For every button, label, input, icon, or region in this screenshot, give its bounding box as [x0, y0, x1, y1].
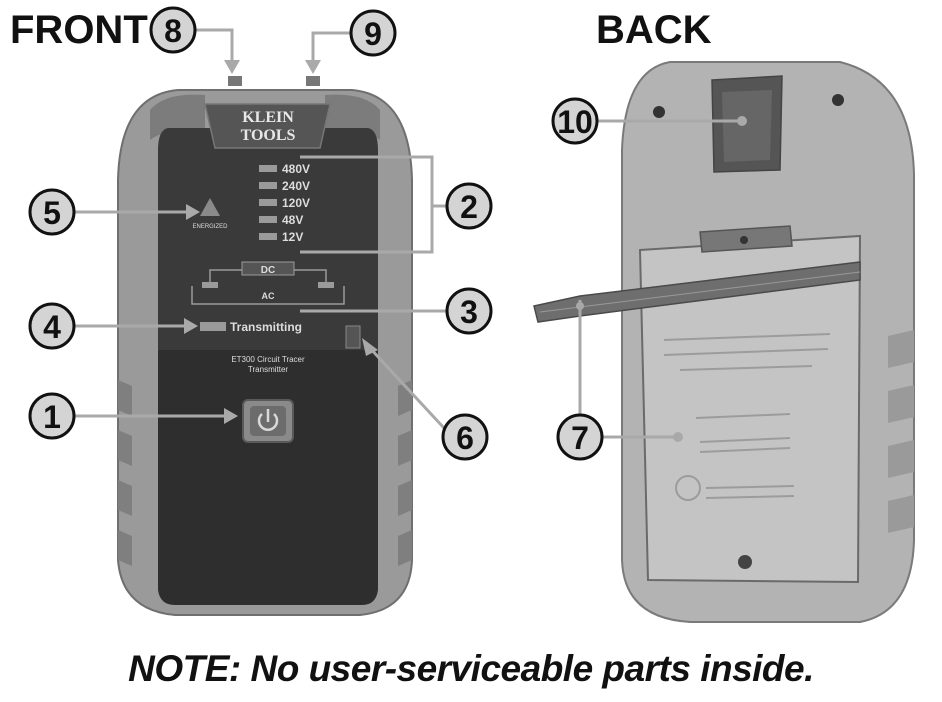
model-line2: Transmitter: [248, 365, 288, 374]
callout-7: 7: [556, 413, 604, 461]
port-8: [228, 76, 242, 86]
ac-label: AC: [262, 291, 275, 301]
svg-text:5: 5: [43, 195, 61, 231]
front-heading: FRONT: [10, 8, 148, 52]
voltage-label-240: 240V: [282, 179, 310, 193]
svg-text:10: 10: [557, 104, 593, 140]
note-text: NOTE: No user-serviceable parts inside.: [128, 648, 814, 689]
led-48v: [259, 216, 277, 223]
power-icon: [257, 409, 279, 431]
screw-hole-right: [832, 94, 844, 106]
svg-text:4: 4: [43, 309, 61, 345]
voltage-label-480: 480V: [282, 162, 310, 176]
led-480v: [259, 165, 277, 172]
callout-6: 6: [441, 413, 489, 461]
led-240v: [259, 182, 277, 189]
callout-5: 5: [28, 188, 76, 236]
voltage-label-12: 12V: [282, 230, 303, 244]
callout-4: 4: [28, 302, 76, 350]
callout-10: 10: [551, 97, 599, 145]
svg-text:7: 7: [571, 420, 589, 456]
leader-lines: [72, 28, 747, 442]
callout-8: 8: [149, 6, 197, 54]
svg-text:2: 2: [460, 189, 478, 225]
transmitting-led: [200, 322, 226, 331]
brand-line2: TOOLS: [241, 127, 296, 144]
warning-triangle-icon: [200, 198, 220, 216]
voltage-label-120: 120V: [282, 196, 310, 210]
screw-bottom: [738, 555, 752, 569]
back-heading: BACK: [596, 8, 712, 52]
led-120v: [259, 199, 277, 206]
port-9: [306, 76, 320, 86]
callout-1: 1: [28, 392, 76, 440]
led-12v: [259, 233, 277, 240]
dc-ac-indicator: DC AC: [191, 261, 345, 305]
svg-text:6: 6: [456, 420, 474, 456]
model-line1: ET300 Circuit Tracer: [231, 355, 305, 364]
back-device: [533, 61, 915, 623]
power-button[interactable]: [242, 399, 294, 443]
transmitting-label: Transmitting: [230, 320, 302, 334]
front-device: KLEIN TOOLS 480V 240V 120V 48V 12V ENERG…: [117, 76, 413, 616]
indicator-port: [345, 325, 361, 349]
svg-text:3: 3: [460, 294, 478, 330]
svg-text:8: 8: [164, 13, 182, 49]
screw-hole-left: [653, 106, 665, 118]
voltage-indicators: 480V 240V 120V 48V 12V: [259, 162, 310, 244]
callout-3: 3: [445, 287, 493, 335]
brand-line1: KLEIN: [242, 109, 294, 126]
energized-label: ENERGIZED: [192, 224, 228, 230]
svg-text:1: 1: [43, 399, 61, 435]
callout-9: 9: [349, 9, 397, 57]
voltage-label-48: 48V: [282, 213, 303, 227]
callout-2: 2: [445, 182, 493, 230]
svg-text:9: 9: [364, 16, 382, 52]
dc-label: DC: [261, 265, 275, 276]
